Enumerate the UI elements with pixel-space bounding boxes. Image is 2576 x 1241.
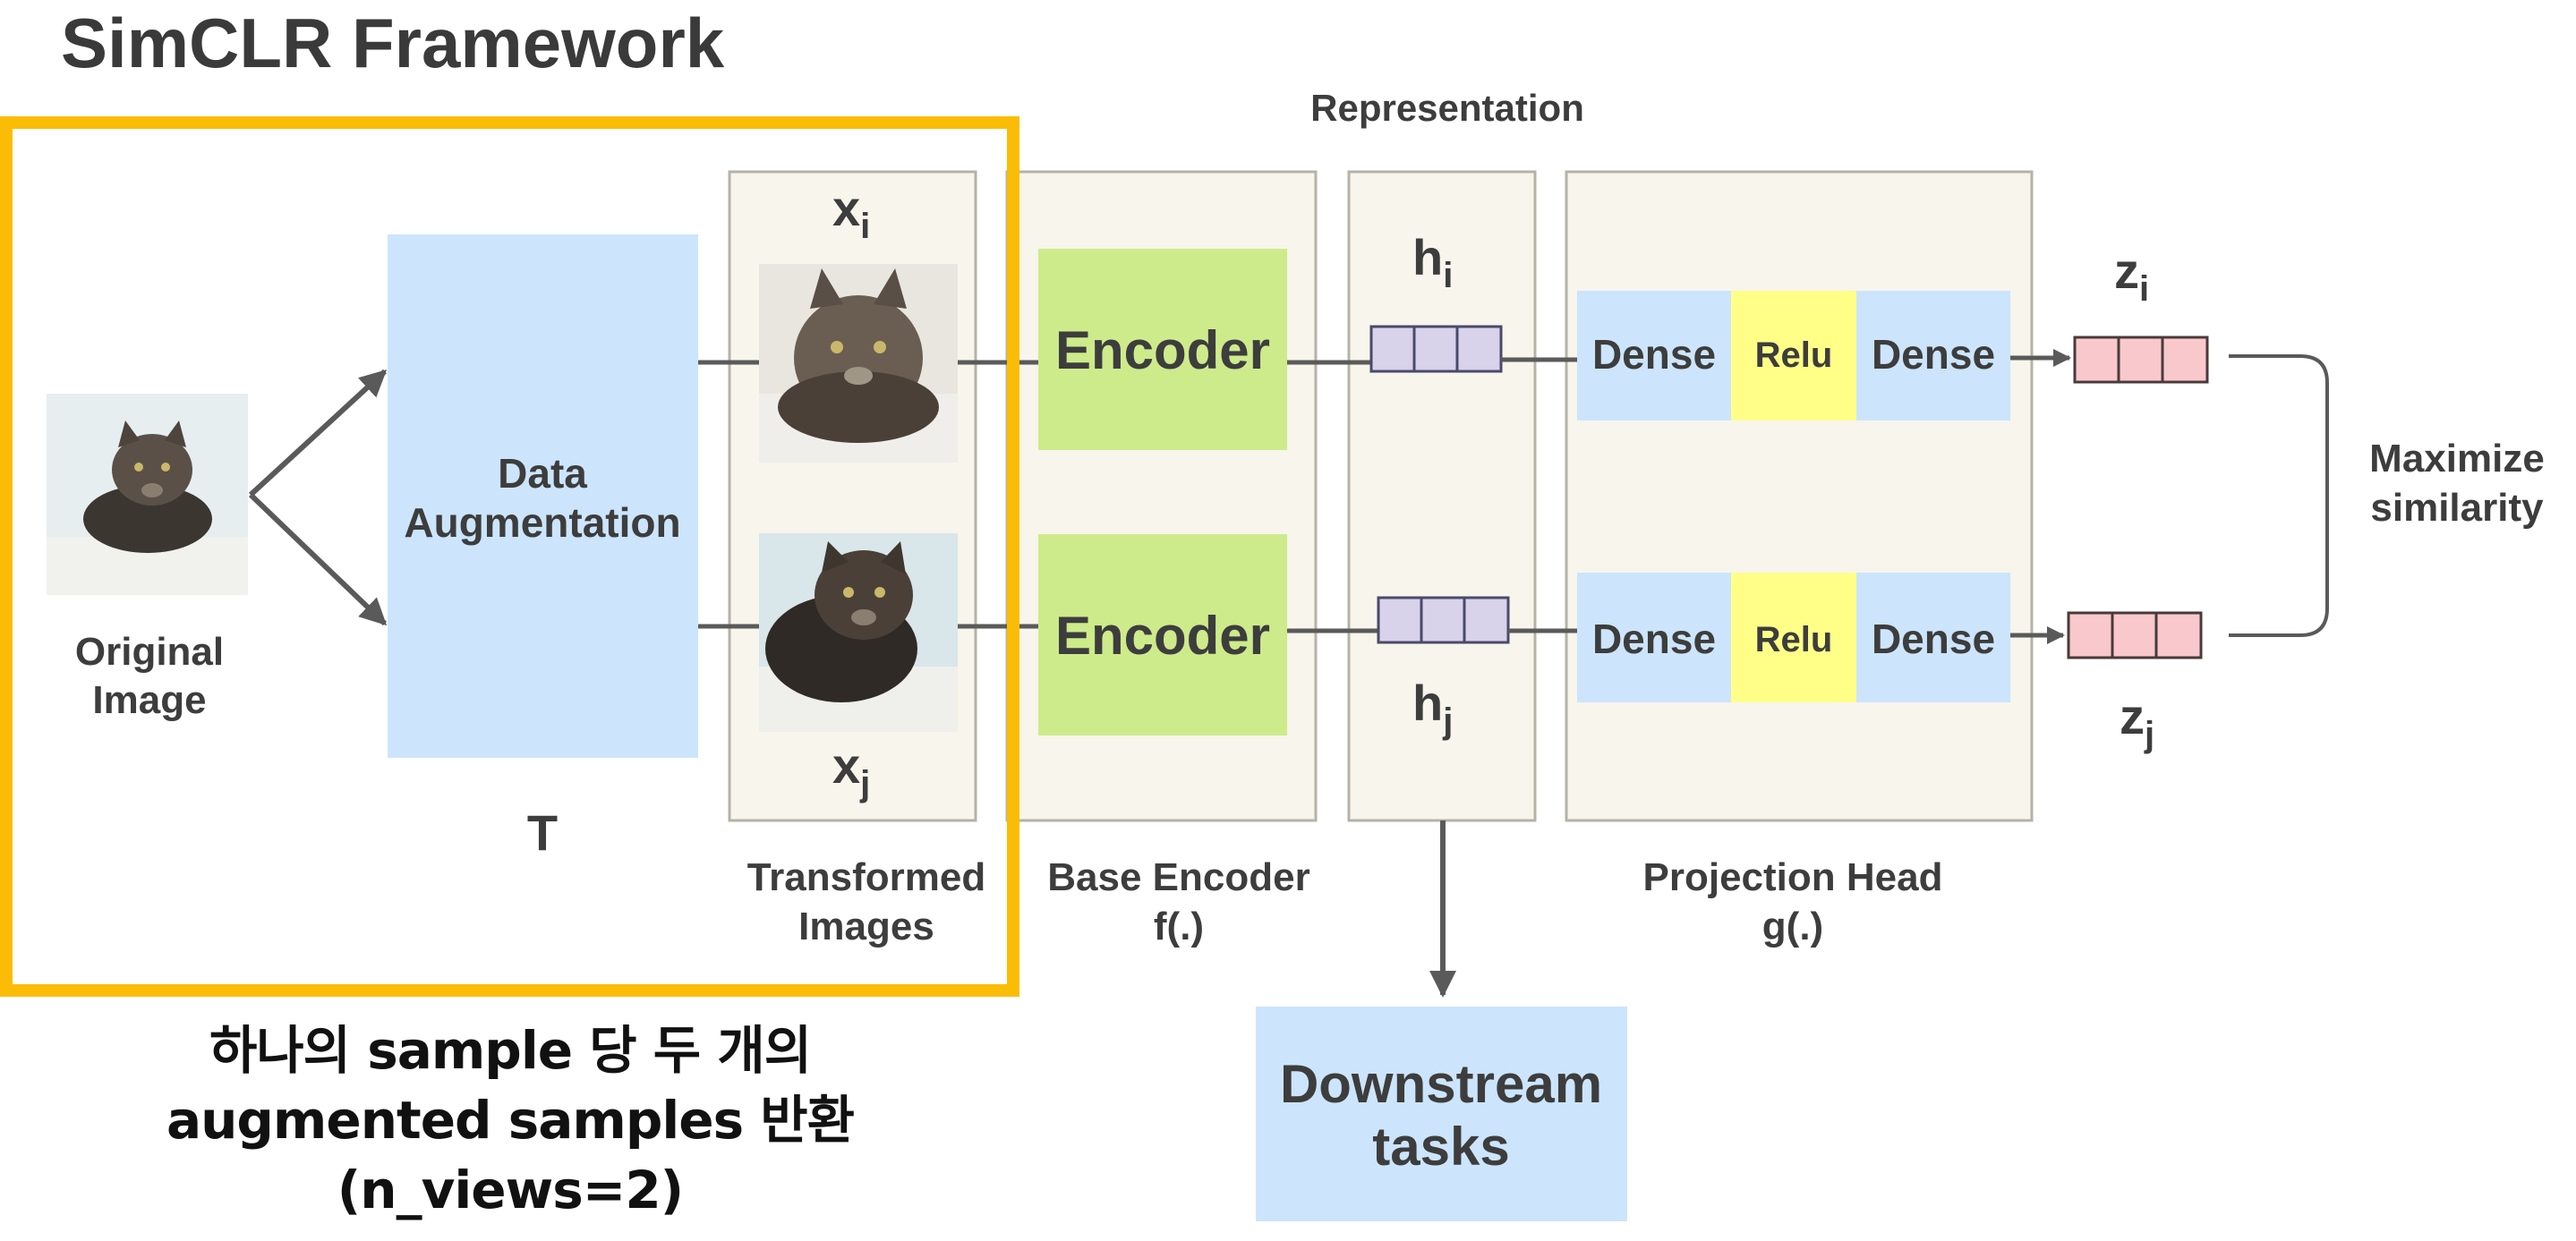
dense-block-bottom-2 — [1856, 573, 2010, 702]
maximize-similarity-line2: similarity — [2370, 486, 2544, 530]
zi-label: zi — [2114, 242, 2149, 309]
projection-head-label-line2: g(.) — [1762, 905, 1823, 948]
caption-line-3: (n_views=2) — [337, 1160, 684, 1220]
hi-vector — [1369, 325, 1503, 373]
dense-label-top-1: Dense — [1592, 331, 1716, 378]
downstream-label-line2: tasks — [1372, 1117, 1509, 1177]
xj-label: xj — [832, 737, 870, 803]
maximize-similarity-line1: Maximize — [2369, 437, 2545, 480]
dense-block-top-2 — [1856, 291, 2010, 421]
augmentation-caption: 하나의 sample 당 두 개의 augmented samples 반환 (… — [125, 1016, 895, 1225]
original-image-label-line2: Image — [92, 678, 206, 722]
transformed-images-label-line2: Images — [798, 905, 934, 948]
dense-label-top-2: Dense — [1872, 331, 1995, 378]
projection-head-label-line1: Projection Head — [1643, 855, 1943, 899]
relu-label-bottom: Relu — [1755, 620, 1833, 659]
encoder-block-top — [1038, 249, 1287, 450]
arrow-original-to-augmentation-bottom — [248, 492, 388, 626]
similarity-bracket — [2229, 354, 2329, 637]
augmentation-symbol: T — [527, 804, 558, 861]
transformed-image-xj — [759, 533, 958, 732]
base-encoder-label-line2: f(.) — [1154, 905, 1204, 948]
transformed-image-xi — [759, 264, 958, 463]
relu-block-bottom — [1731, 573, 1856, 702]
dense-block-bottom-1 — [1577, 573, 1731, 702]
original-image-label-line1: Original — [75, 630, 224, 674]
transformed-images-label-line1: Transformed — [747, 855, 986, 899]
encoder-label-top: Encoder — [1055, 320, 1270, 380]
hi-label: hi — [1412, 229, 1453, 295]
original-image — [47, 394, 248, 595]
relu-block-top — [1731, 291, 1856, 421]
zj-vector — [2067, 611, 2203, 659]
dense-label-bottom-1: Dense — [1592, 616, 1716, 662]
zi-vector — [2073, 336, 2209, 384]
caption-line-2: augmented samples 반환 — [166, 1090, 855, 1151]
hj-label: hj — [1412, 675, 1453, 741]
caption-line-1: 하나의 sample 당 두 개의 — [209, 1020, 812, 1081]
augmentation-highlight-box — [0, 116, 1019, 997]
xi-label: xi — [832, 180, 870, 246]
projection-head-panel — [1565, 170, 2034, 822]
downstream-label-line1: Downstream — [1280, 1054, 1602, 1114]
hj-vector — [1377, 596, 1510, 644]
augmentation-label-line1: Data — [498, 450, 587, 497]
zj-label: zj — [2120, 688, 2154, 754]
base-encoder-label-line1: Base Encoder — [1047, 855, 1309, 899]
dense-label-bottom-2: Dense — [1872, 616, 1995, 662]
arrow-original-to-augmentation-top — [248, 369, 388, 497]
relu-label-top: Relu — [1755, 336, 1833, 375]
dense-block-top-1 — [1577, 291, 1731, 421]
representation-header: Representation — [1310, 87, 1584, 129]
representation-panel — [1347, 170, 1537, 822]
augmentation-label-line2: Augmentation — [404, 499, 680, 546]
diagram-title: SimCLR Framework — [61, 4, 725, 82]
downstream-tasks-block — [1256, 1007, 1627, 1221]
data-augmentation-block — [388, 234, 698, 758]
encoder-block-bottom — [1038, 534, 1287, 735]
encoder-label-bottom: Encoder — [1055, 606, 1270, 666]
